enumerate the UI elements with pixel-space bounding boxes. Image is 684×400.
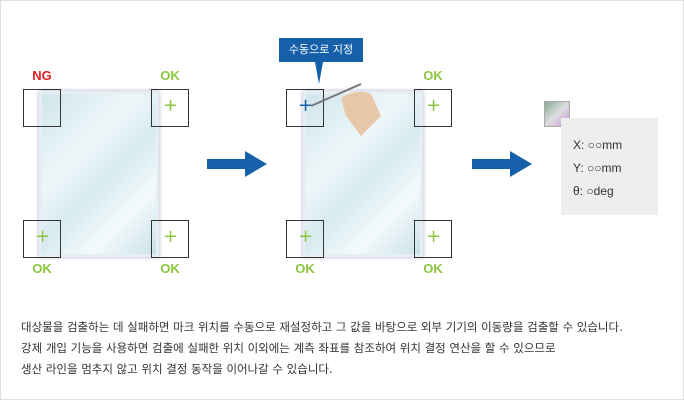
manual-callout: 수동으로 지정 bbox=[279, 38, 363, 84]
ok-label: OK bbox=[423, 261, 443, 276]
ok-label: OK bbox=[32, 261, 52, 276]
arrow-right-icon bbox=[472, 151, 532, 177]
crosshair-icon: + bbox=[426, 226, 442, 247]
ok-label: OK bbox=[423, 68, 443, 83]
description-line: 강제 개입 기능을 사용하면 검출에 실패한 위치 이외에는 계측 좌표를 참조… bbox=[21, 341, 556, 355]
mark-box: + bbox=[286, 220, 324, 258]
mark-box: + bbox=[151, 89, 189, 127]
arrow-right-icon bbox=[207, 151, 267, 177]
mark-box: + bbox=[286, 89, 324, 127]
mark-box: + bbox=[23, 220, 61, 258]
description-line: 대상물을 검출하는 데 실패하면 마크 위치를 수동으로 재설정하고 그 값을 … bbox=[21, 320, 623, 334]
ok-label: OK bbox=[160, 261, 180, 276]
crosshair-icon: + bbox=[298, 95, 314, 116]
mark-box: + bbox=[414, 220, 452, 258]
y-value: Y: ○○mm bbox=[573, 161, 622, 175]
mark-box: + bbox=[414, 89, 452, 127]
mark-box: + bbox=[151, 220, 189, 258]
glass-panel bbox=[39, 91, 159, 257]
ng-label: NG bbox=[32, 68, 52, 83]
hand-pen-icon bbox=[310, 83, 381, 136]
crosshair-icon: + bbox=[163, 95, 179, 116]
crosshair-icon: + bbox=[163, 226, 179, 247]
coordinate-readout: X: ○○mm Y: ○○mm θ: ○deg bbox=[561, 118, 658, 215]
ok-label: OK bbox=[160, 68, 180, 83]
mark-box bbox=[23, 89, 61, 127]
x-value: X: ○○mm bbox=[573, 138, 623, 152]
crosshair-icon: + bbox=[426, 95, 442, 116]
ok-label: OK bbox=[295, 261, 315, 276]
crosshair-icon: + bbox=[35, 226, 51, 247]
crosshair-icon: + bbox=[298, 226, 314, 247]
theta-value: θ: ○deg bbox=[573, 184, 614, 198]
description: 대상물을 검출하는 데 실패하면 마크 위치를 수동으로 재설정하고 그 값을 … bbox=[21, 317, 623, 380]
description-line: 생산 라인을 멈추지 않고 위치 결정 동작을 이어나갈 수 있습니다. bbox=[21, 362, 333, 376]
